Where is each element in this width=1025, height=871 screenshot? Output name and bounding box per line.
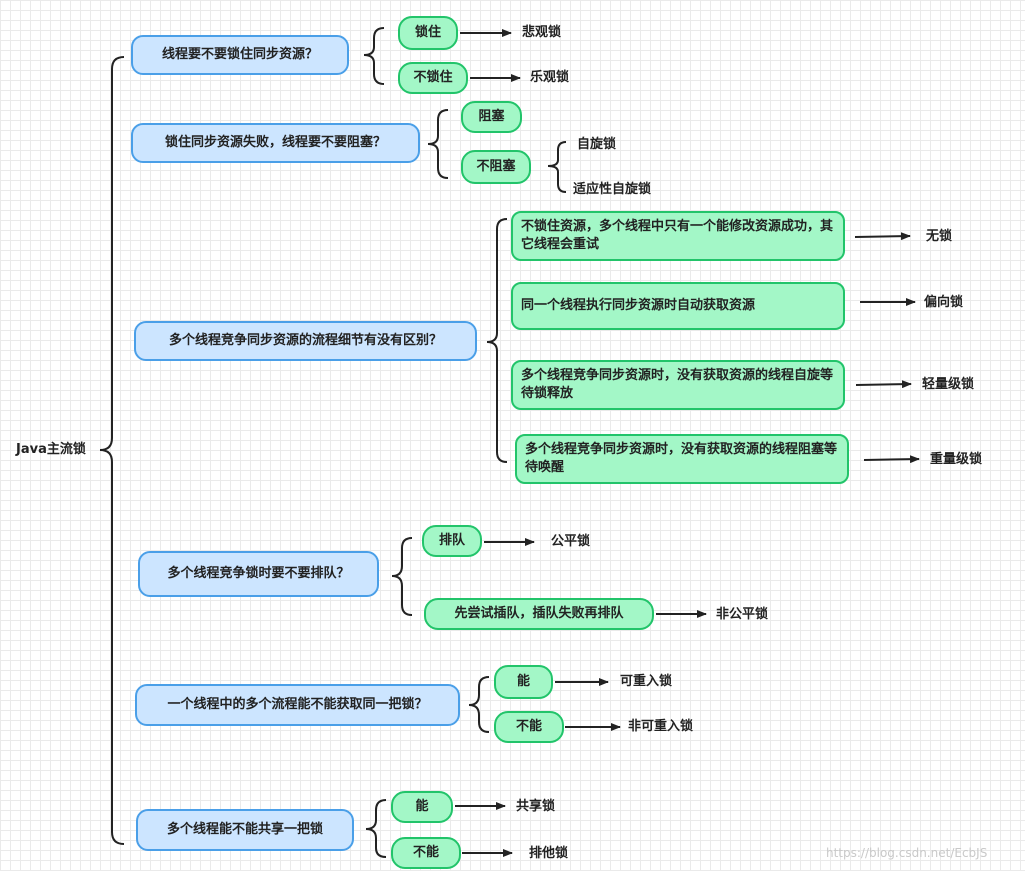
result-lightweight-lock: 轻量级锁 — [922, 377, 975, 392]
answer-biased[interactable]: 同一个线程执行同步资源时自动获取资源 — [511, 282, 845, 330]
answer-no-block[interactable]: 不阻塞 — [461, 150, 531, 184]
answer-no-lock[interactable]: 不锁住 — [398, 62, 468, 94]
result-optimistic-lock: 乐观锁 — [530, 70, 570, 85]
answer-jump-queue[interactable]: 先尝试插队，插队失败再排队 — [424, 598, 654, 630]
result-unfair-lock: 非公平锁 — [716, 607, 769, 622]
result-exclusive-lock: 排他锁 — [529, 846, 569, 861]
q4-brace — [391, 537, 413, 616]
result-heavyweight-lock: 重量级锁 — [930, 452, 983, 467]
answer-queue[interactable]: 排队 — [422, 525, 482, 557]
arrow-nolock-res — [854, 232, 911, 241]
q6-brace — [365, 799, 387, 858]
nonblock-brace — [547, 141, 567, 193]
result-biased-lock: 偏向锁 — [924, 295, 964, 310]
q1-brace — [363, 27, 385, 85]
result-adaptive-spin-lock: 适应性自旋锁 — [573, 182, 652, 197]
answer-can-reenter[interactable]: 能 — [494, 665, 553, 699]
answer-lock[interactable]: 锁住 — [398, 16, 458, 50]
result-reentrant-lock: 可重入锁 — [620, 674, 673, 689]
watermark: https://blog.csdn.net/EcbJS — [826, 846, 988, 860]
answer-lock-free[interactable]: 不锁住资源，多个线程中只有一个能修改资源成功，其它线程会重试 — [511, 211, 845, 261]
arrow-heavy — [863, 455, 920, 464]
result-non-reentrant-lock: 非可重入锁 — [628, 719, 694, 734]
q2-brace — [427, 109, 449, 179]
arrow-light — [855, 380, 912, 389]
result-fair-lock: 公平锁 — [551, 534, 591, 549]
question-lock-resource[interactable]: 线程要不要锁住同步资源？ — [131, 35, 349, 75]
question-shared[interactable]: 多个线程能不能共享一把锁 — [136, 809, 354, 851]
question-reentrant[interactable]: 一个线程中的多个流程能不能获取同一把锁？ — [135, 684, 460, 726]
answer-can-share[interactable]: 能 — [391, 791, 453, 823]
answer-block[interactable]: 阻塞 — [461, 101, 522, 133]
root-brace — [99, 56, 125, 845]
result-pessimistic-lock: 悲观锁 — [522, 25, 562, 40]
q3-brace — [486, 218, 508, 463]
answer-cannot-reenter[interactable]: 不能 — [494, 711, 564, 743]
answer-heavyweight[interactable]: 多个线程竞争同步资源时，没有获取资源的线程阻塞等待唤醒 — [515, 434, 849, 484]
question-contention-flow[interactable]: 多个线程竞争同步资源的流程细节有没有区别？ — [134, 321, 477, 361]
result-no-lock: 无锁 — [926, 229, 953, 244]
root-label: Java主流锁 — [16, 442, 86, 457]
question-queue[interactable]: 多个线程竞争锁时要不要排队？ — [138, 551, 379, 597]
question-block-on-fail[interactable]: 锁住同步资源失败，线程要不要阻塞？ — [131, 123, 420, 163]
q5-brace — [468, 676, 490, 733]
result-shared-lock: 共享锁 — [516, 799, 556, 814]
answer-cannot-share[interactable]: 不能 — [391, 837, 461, 869]
answer-lightweight[interactable]: 多个线程竞争同步资源时，没有获取资源的线程自旋等待锁释放 — [511, 360, 845, 410]
result-spin-lock: 自旋锁 — [577, 137, 617, 152]
